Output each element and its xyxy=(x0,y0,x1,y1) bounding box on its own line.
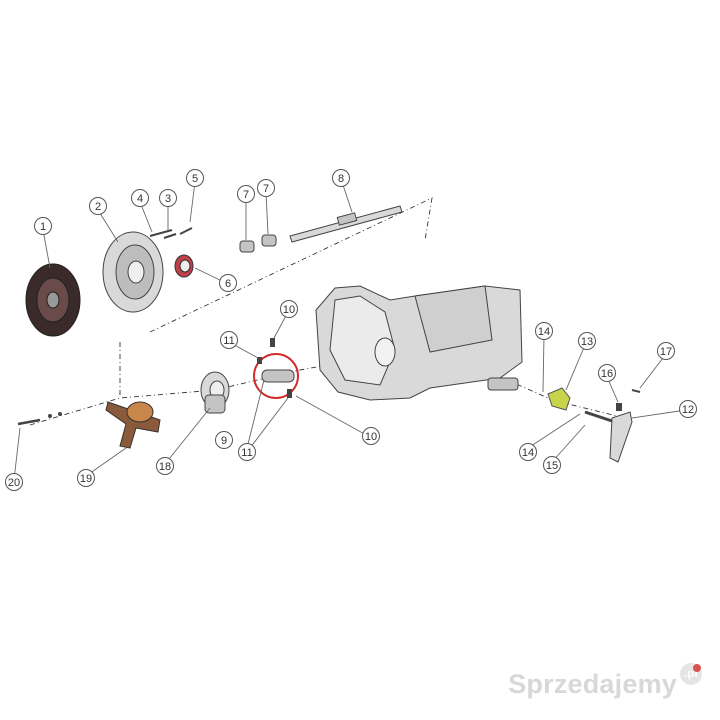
shift-lever-assembly-part xyxy=(547,387,641,463)
callout-6: 6 xyxy=(219,274,237,292)
highlight-circle xyxy=(253,353,299,399)
svg-text:20: 20 xyxy=(8,477,20,489)
callout-11b: 11 xyxy=(238,443,256,461)
svg-text:16: 16 xyxy=(601,368,613,380)
callout-10a: 10 xyxy=(280,300,298,318)
svg-text:15: 15 xyxy=(546,460,558,472)
callout-7a: 7 xyxy=(237,185,255,203)
svg-text:11: 11 xyxy=(241,447,252,459)
seal-ring-part xyxy=(174,254,194,278)
callout-5: 5 xyxy=(186,169,204,187)
svg-text:12: 12 xyxy=(682,404,694,416)
svg-text:10: 10 xyxy=(365,431,377,443)
callout-17: 17 xyxy=(657,342,675,360)
pressure-plate-part xyxy=(102,231,164,313)
svg-text:13: 13 xyxy=(581,336,593,348)
svg-text:6: 6 xyxy=(225,278,231,290)
clutch-disc-part xyxy=(25,263,81,337)
callout-7b: 7 xyxy=(257,179,275,197)
callout-19: 19 xyxy=(77,469,95,487)
callout-12: 12 xyxy=(679,400,697,418)
callout-4: 4 xyxy=(131,189,149,207)
release-fork-part xyxy=(105,401,161,449)
callout-20: 20 xyxy=(5,473,23,491)
callout-10b: 10 xyxy=(362,427,380,445)
callout-15: 15 xyxy=(543,456,561,474)
svg-text:14: 14 xyxy=(538,326,550,338)
callout-8: 8 xyxy=(332,169,350,187)
small-bolts-part xyxy=(149,227,193,239)
svg-text:11: 11 xyxy=(223,335,234,347)
svg-text:18: 18 xyxy=(159,461,171,473)
svg-text:9: 9 xyxy=(221,435,227,447)
assembly-axis-lines xyxy=(29,197,626,426)
callout-9: 9 xyxy=(215,431,233,449)
watermark: Sprzedajemy .pl xyxy=(508,662,702,700)
callout-16: 16 xyxy=(598,364,616,382)
svg-text:17: 17 xyxy=(660,346,672,358)
leader-lines xyxy=(13,181,687,481)
watermark-text: Sprzedajemy xyxy=(508,669,677,699)
svg-text:7: 7 xyxy=(263,183,269,195)
callout-13: 13 xyxy=(578,332,596,350)
svg-text:1: 1 xyxy=(40,221,46,233)
callout-labels: 1 2 3 4 5 6 7 7 8 9 10 10 11 11 12 13 14… xyxy=(5,169,697,491)
fork-bolt-part xyxy=(17,412,62,426)
svg-text:19: 19 xyxy=(80,473,92,485)
release-pin-part xyxy=(261,369,295,383)
callout-14a: 14 xyxy=(535,322,553,340)
svg-text:14: 14 xyxy=(522,447,534,459)
input-shaft-part xyxy=(289,205,403,243)
callout-2: 2 xyxy=(89,197,107,215)
callout-11a: 11 xyxy=(220,331,238,349)
svg-text:3: 3 xyxy=(165,193,171,205)
callout-14b: 14 xyxy=(519,443,537,461)
svg-text:8: 8 xyxy=(338,173,344,185)
svg-text:10: 10 xyxy=(283,304,295,316)
gearbox-housing-part xyxy=(315,285,523,401)
watermark-badge: .pl xyxy=(680,662,702,685)
svg-text:5: 5 xyxy=(192,173,198,185)
bushings-part xyxy=(239,234,277,253)
svg-text:2: 2 xyxy=(95,201,101,213)
svg-text:4: 4 xyxy=(137,193,143,205)
callout-18: 18 xyxy=(156,457,174,475)
svg-text:7: 7 xyxy=(243,189,249,201)
release-bearing-part xyxy=(200,371,230,414)
callout-3: 3 xyxy=(159,189,177,207)
callout-1: 1 xyxy=(34,217,52,235)
small-screws-part xyxy=(257,338,292,398)
